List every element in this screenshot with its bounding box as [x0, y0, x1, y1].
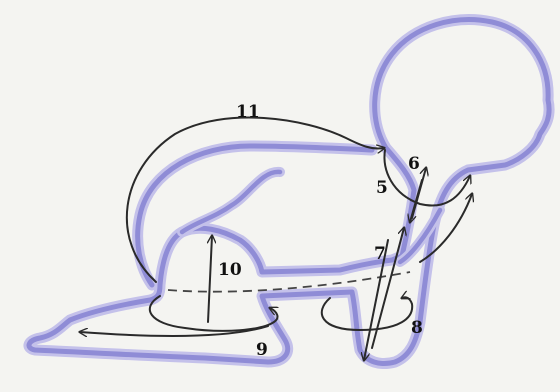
label-8: 8: [411, 320, 423, 337]
label-9: 9: [256, 342, 268, 359]
label-7: 7: [374, 246, 386, 263]
label-5: 5: [376, 180, 388, 197]
label-10: 10: [218, 262, 242, 279]
arrow-8: [322, 297, 412, 330]
label-11: 11: [236, 104, 260, 121]
label-6: 6: [408, 156, 420, 173]
baby-body-outline: [29, 20, 549, 364]
arrow-10: [208, 236, 212, 322]
